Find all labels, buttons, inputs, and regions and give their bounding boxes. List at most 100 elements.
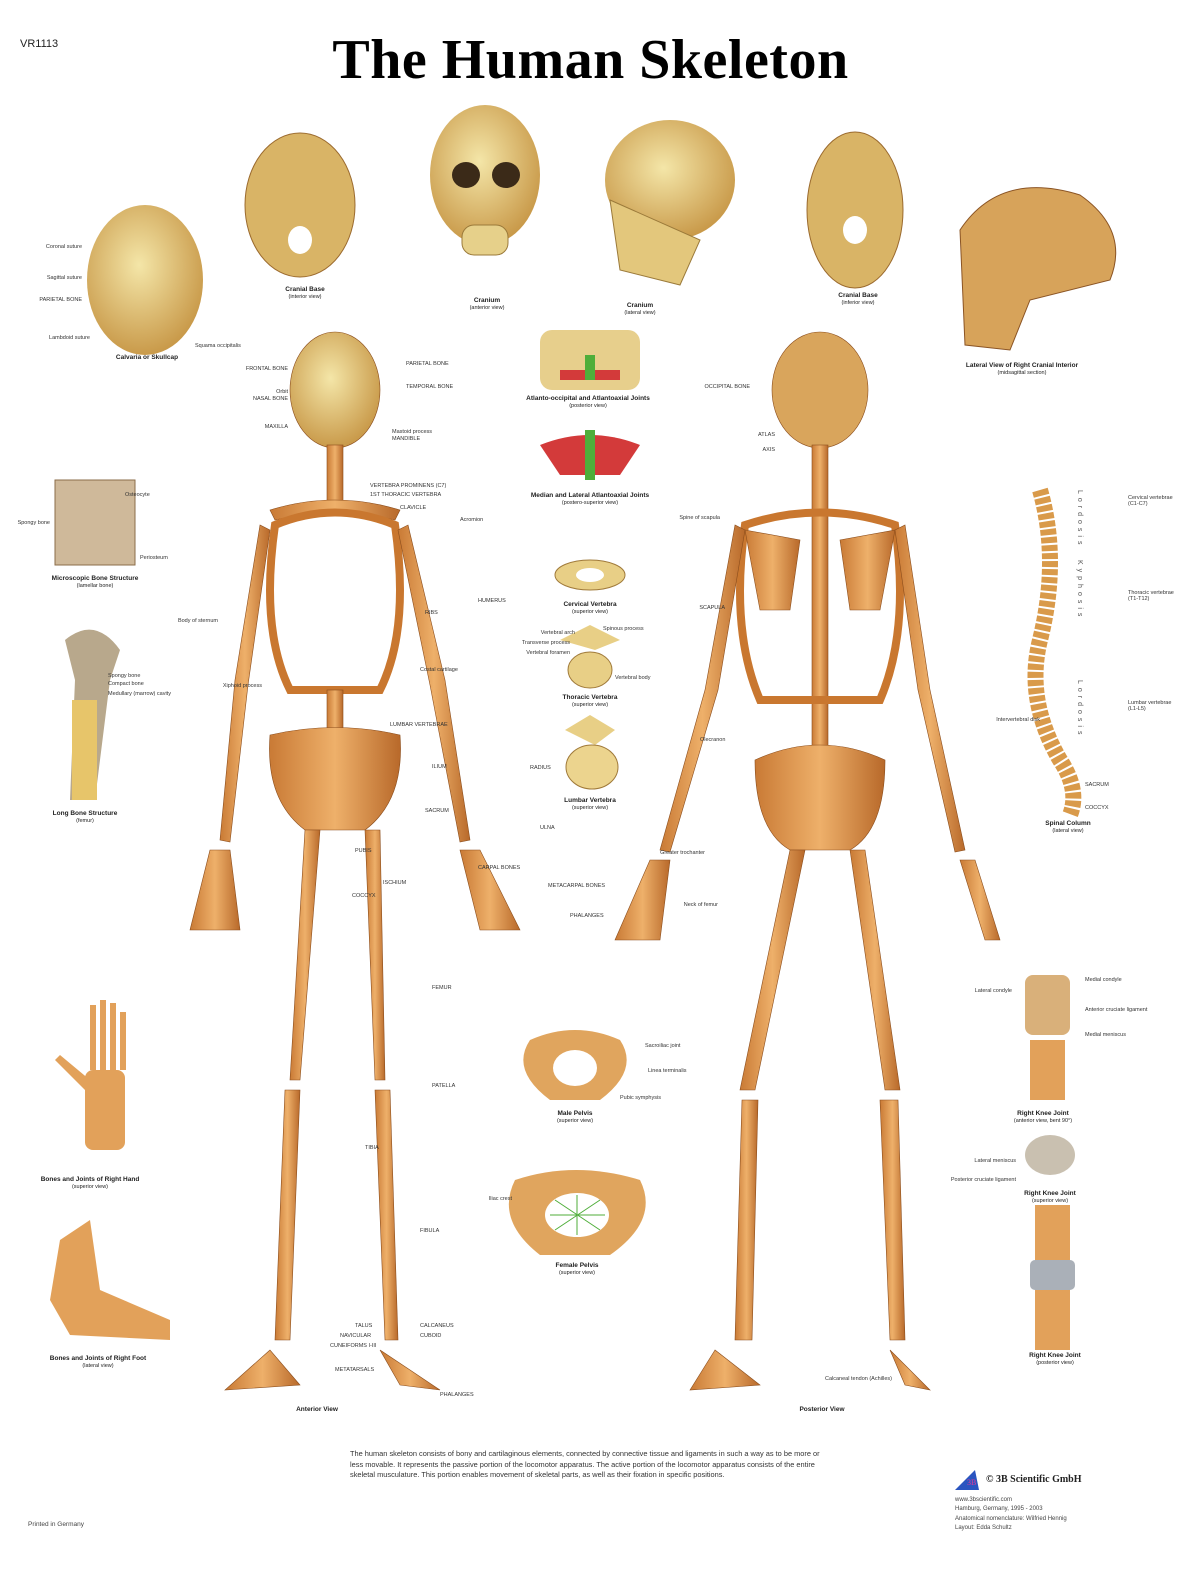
caption-foot: Bones and Joints of Right Foot(lateral v… <box>50 1355 146 1369</box>
caption-sub: (midsagittal section) <box>997 369 1047 376</box>
knee-posterior-illustration <box>1030 1205 1075 1350</box>
label: Spongy bone <box>108 673 141 679</box>
caption-title: Bones and Joints of Right Foot <box>49 1355 147 1362</box>
caption-title: Bones and Joints of Right Hand <box>40 1176 140 1183</box>
calvaria-illustration <box>87 205 203 355</box>
label: Vertebral foramen <box>526 650 570 656</box>
label: RIBS <box>425 610 438 616</box>
caption-anterior-view: Anterior View <box>296 1406 338 1414</box>
label: Medial condyle <box>1085 977 1122 983</box>
caption-title: Microscopic Bone Structure <box>51 575 139 582</box>
label: OCCIPITAL BONE <box>704 384 750 390</box>
label: Periosteum <box>140 555 168 561</box>
caption-title: Lateral View of Right Cranial Interior <box>965 362 1079 369</box>
male-pelvis-illustration <box>523 1030 627 1100</box>
label: HUMERUS <box>478 598 506 604</box>
microscopic-bone-illustration <box>54 479 136 566</box>
label: Vertebral body <box>615 675 651 681</box>
caption-title: Thoracic Vertebra <box>562 694 618 701</box>
label: CUBOID <box>420 1333 442 1339</box>
caption-male-pelvis: Male Pelvis(superior view) <box>557 1110 593 1124</box>
label: Vertebral arch <box>540 630 575 636</box>
caption-long-bone: Long Bone Structure(femur) <box>53 810 118 824</box>
label: Orbit <box>276 389 288 395</box>
caption-cranial-base-interior: Cranial Base(interior view) <box>285 286 324 300</box>
website-link[interactable]: www.3bscientific.com <box>955 1497 1013 1503</box>
label: METATARSALS <box>335 1367 375 1373</box>
caption-title: Right Knee Joint <box>1029 1352 1081 1359</box>
caption-title: Calvaria or Skullcap <box>115 354 179 361</box>
foot-illustration <box>50 1220 170 1340</box>
label: ATLAS <box>757 432 775 438</box>
caption-title: Cranial Base <box>838 292 878 299</box>
caption-sub: (lateral view) <box>1052 827 1084 834</box>
long-bone-illustration <box>65 629 120 800</box>
label: ILIUM <box>432 764 447 770</box>
label: COCCYX <box>1085 805 1109 811</box>
label: Coronal suture <box>45 244 82 250</box>
caption-knee-posterior: Right Knee Joint(posterior view) <box>1029 1352 1081 1366</box>
label: MANDIBLE <box>392 436 421 442</box>
caption-cranium-lateral: Cranium(lateral view) <box>624 302 655 316</box>
label: Posterior cruciate ligament <box>950 1177 1016 1183</box>
caption-sub: (superior view) <box>571 804 609 811</box>
caption-sub: (anterior view) <box>469 304 505 311</box>
caption-title: Cranium <box>626 302 654 309</box>
female-pelvis-illustration <box>508 1170 646 1255</box>
caption-title: Anterior View <box>296 1406 338 1413</box>
label: CLAVICLE <box>400 505 427 511</box>
label: Anterior cruciate ligament <box>1085 1007 1148 1013</box>
caption-sub: (interior view) <box>288 293 322 300</box>
logo-text: 3B <box>967 1478 976 1487</box>
knee-superior-illustration <box>1025 1135 1075 1175</box>
caption-sub: (superior view) <box>1031 1197 1069 1204</box>
label: PARIETAL BONE <box>406 361 449 367</box>
label: VERTEBRA PROMINENS (C7) <box>370 483 447 489</box>
label: TALUS <box>355 1323 373 1329</box>
caption-title: Male Pelvis <box>557 1110 593 1117</box>
label: Lateral meniscus <box>974 1158 1016 1164</box>
label: FEMUR <box>432 985 452 991</box>
label: Squama occipitalis <box>195 343 241 349</box>
label: TEMPORAL BONE <box>406 384 454 390</box>
label: RADIUS <box>530 765 551 771</box>
caption-hand: Bones and Joints of Right Hand(superior … <box>41 1176 140 1190</box>
label: Olecranon <box>700 737 726 743</box>
caption-spinal-column: Spinal Column(lateral view) <box>1045 820 1091 834</box>
label: Pubic symphysis <box>620 1095 661 1101</box>
label: NASAL BONE <box>253 396 288 402</box>
label: SACRUM <box>1085 782 1109 788</box>
label: MAXILLA <box>264 424 288 430</box>
label: Calcaneal tendon (Achilles) <box>825 1376 892 1382</box>
label: LUMBAR VERTEBRAE <box>390 722 448 728</box>
label: PARIETAL BONE <box>39 297 82 303</box>
label: Sagittal suture <box>46 275 82 281</box>
cervical-vertebra-illustration <box>554 559 626 591</box>
posterior-skeleton-illustration <box>614 331 1001 1391</box>
caption-sub: (lateral view) <box>82 1362 114 1369</box>
label: TIBIA <box>365 1145 379 1151</box>
cranium-anterior-illustration <box>430 105 540 256</box>
label: SACRUM <box>425 808 449 814</box>
caption-sub: (superior view) <box>556 1117 594 1124</box>
label: 1ST THORACIC VERTEBRA <box>370 492 442 498</box>
caption-cranial-interior: Lateral View of Right Cranial Interior(m… <box>966 362 1078 376</box>
label: Medial meniscus <box>1085 1032 1126 1038</box>
caption-title: Long Bone Structure <box>52 810 118 817</box>
imprint: www.3bscientific.com Hamburg, Germany, 1… <box>955 1496 1067 1533</box>
caption-title: Right Knee Joint <box>1024 1190 1076 1197</box>
label: CALCANEUS <box>420 1323 454 1329</box>
caption-title: Atlanto-occipital and Atlantoaxial Joint… <box>526 395 650 402</box>
caption-cranial-base-inferior: Cranial Base(inferior view) <box>838 292 877 306</box>
hand-illustration <box>55 1000 126 1150</box>
label: METACARPAL BONES <box>548 883 606 889</box>
spine-region-cervical: Cervical vertebrae (C1-C7) <box>1128 495 1173 507</box>
location-text: Hamburg, Germany, 1995 - 2003 <box>955 1506 1043 1513</box>
nomenclature-text: Anatomical nomenclature: Wilfried Hennig <box>955 1515 1067 1522</box>
caption-atlantoaxial: Median and Lateral Atlantoaxial Joints(p… <box>531 492 649 506</box>
caption-sub: (lamellar bone) <box>76 582 114 589</box>
caption-title: Cervical Vertebra <box>563 601 617 608</box>
label: PATELLA <box>432 1083 456 1089</box>
spine-region-thoracic: Thoracic vertebrae (T1-T12) <box>1128 590 1174 602</box>
